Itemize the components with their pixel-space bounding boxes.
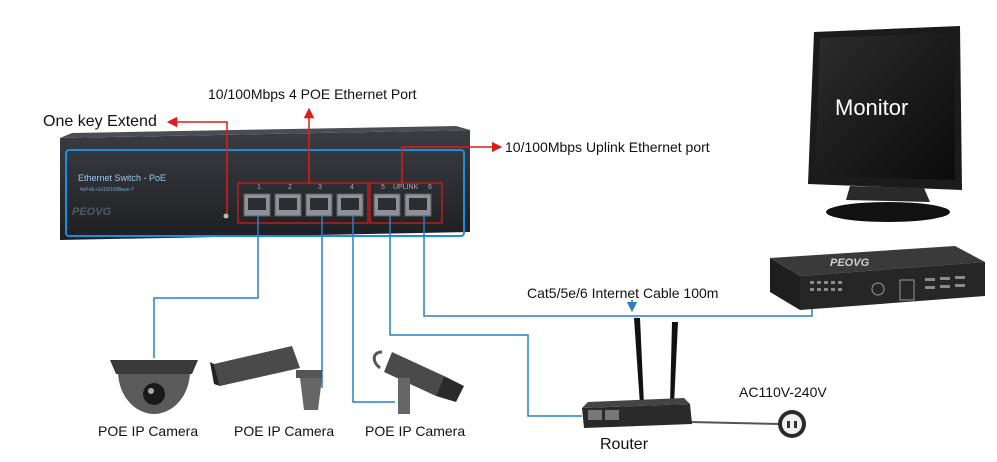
port-number: 3 <box>318 184 322 191</box>
extend-button-icon[interactable] <box>223 213 229 219</box>
camera-label-1: POE IP Camera <box>98 423 199 439</box>
uplink-label: 10/100Mbps Uplink Ethernet port <box>505 139 710 155</box>
camera-label-3: POE IP Camera <box>365 423 466 439</box>
nvr-brand: PEOVG <box>830 257 870 269</box>
monitor <box>808 26 962 222</box>
port-number: 6 <box>428 184 432 191</box>
switch-subtitle: 4xPoE+1x10/100Base-T <box>80 187 134 193</box>
cables <box>153 216 813 425</box>
nvr-recorder: PEOVG <box>770 246 985 310</box>
camera-label-2: POE IP Camera <box>234 423 335 439</box>
callout-arrows <box>166 107 503 214</box>
power-plug-icon <box>778 410 806 438</box>
switch-brand: PEOVG <box>72 206 112 218</box>
dome-camera-icon <box>110 360 198 414</box>
power-label: AC110V-240V <box>739 384 827 400</box>
cable-label: Cat5/5e/6 Internet Cable 100m <box>527 285 719 301</box>
port-number: 4 <box>350 184 354 191</box>
poe-switch: Ethernet Switch - PoE 4xPoE+1x10/100Base… <box>60 126 470 240</box>
router-label: Router <box>600 436 649 453</box>
switch-title: Ethernet Switch - PoE <box>78 173 166 183</box>
bullet-camera-icon <box>210 346 322 410</box>
uplink-tag: UPLINK <box>393 184 419 191</box>
port-number: 5 <box>381 184 385 191</box>
port-number: 1 <box>257 184 261 191</box>
router <box>582 318 692 428</box>
extend-label: One key Extend <box>43 113 157 130</box>
router-port[interactable] <box>605 410 619 420</box>
port-number: 2 <box>288 184 292 191</box>
router-port[interactable] <box>588 410 602 420</box>
poe-port-label: 10/100Mbps 4 POE Ethernet Port <box>208 86 417 102</box>
monitor-label: Monitor <box>835 95 908 120</box>
bullet-camera-icon <box>372 350 464 414</box>
